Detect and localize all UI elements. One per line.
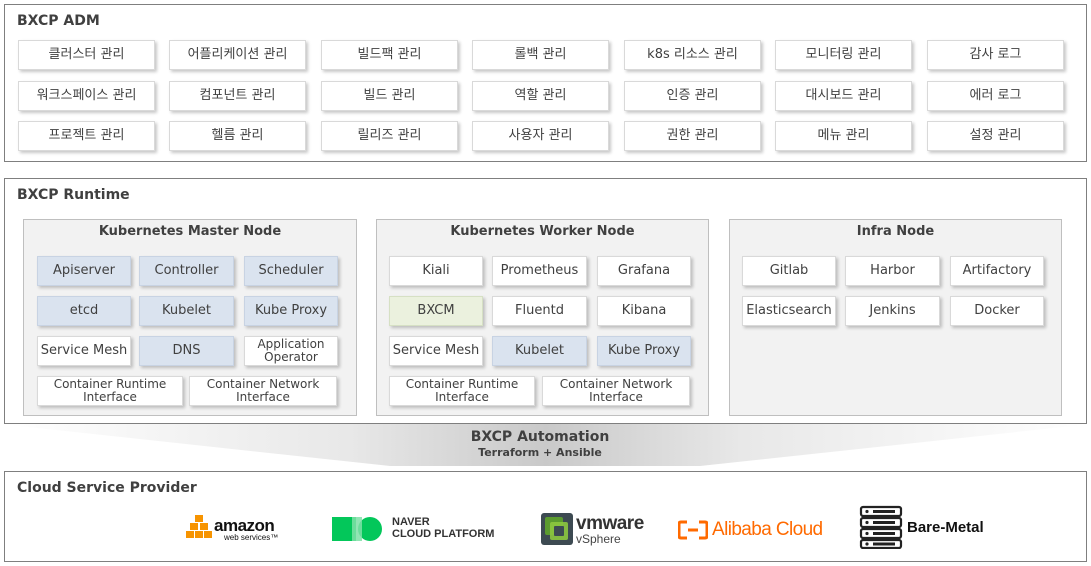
adm-item: 인증 관리 [624,81,761,111]
automation-funnel [0,424,1091,466]
provider-baremetal: Bare-Metal [859,505,984,549]
component-service-mesh: Service Mesh [37,336,131,366]
adm-item: 역할 관리 [472,81,609,111]
component-dns: DNS [139,336,234,366]
component-scheduler: Scheduler [244,256,338,286]
master-node-title: Kubernetes Master Node [98,224,282,239]
component-etcd: etcd [37,296,131,326]
vsphere-icon [541,513,573,545]
csp-title: Cloud Service Provider [17,480,197,496]
automation-title: BXCP Automation [470,429,610,445]
adm-item: 대시보드 관리 [775,81,912,111]
provider-naver: NAVER CLOUD PLATFORM [332,515,494,543]
adm-item: 롤백 관리 [472,40,609,70]
adm-item: 어플리케이션 관리 [169,40,306,70]
provider-alibaba: Alibaba Cloud [678,517,823,543]
component-fluentd: Fluentd [492,296,587,326]
component-gitlab: Gitlab [742,256,836,286]
vmware-wordmark: vmware [576,512,644,534]
amazon-trademark: ™ [270,532,279,542]
worker-container-runtime-interface: Container Runtime Interface [389,376,535,406]
component-worker-kube-proxy: Kube Proxy [597,336,691,366]
naver-subtitle: CLOUD PLATFORM [392,528,495,540]
component-elasticsearch: Elasticsearch [742,296,836,326]
component-harbor: Harbor [845,256,940,286]
component-worker-kubelet: Kubelet [492,336,587,366]
adm-item: 설정 관리 [927,121,1064,151]
adm-item: 프로젝트 관리 [18,121,155,151]
runtime-title: BXCP Runtime [17,187,130,203]
worker-node-title: Kubernetes Worker Node [450,224,635,239]
worker-container-network-interface: Container Network Interface [542,376,690,406]
alibaba-bracket-icon [678,520,708,540]
naver-cloud-icon [332,517,382,541]
component-docker: Docker [950,296,1044,326]
alibaba-wordmark: Alibaba Cloud [712,519,823,540]
adm-item: 사용자 관리 [472,121,609,151]
adm-item: 권한 관리 [624,121,761,151]
server-rack-icon [859,505,903,549]
master-container-runtime-interface: Container Runtime Interface [37,376,183,406]
adm-title: BXCP ADM [17,13,100,29]
infra-node-title: Infra Node [856,224,935,239]
adm-item: 헬름 관리 [169,121,306,151]
adm-item: 클러스터 관리 [18,40,155,70]
vmware-subtitle: vSphere [576,531,621,546]
component-kibana: Kibana [597,296,691,326]
baremetal-label: Bare-Metal [907,518,984,536]
component-jenkins: Jenkins [845,296,940,326]
adm-item: k8s 리소스 관리 [624,40,761,70]
component-apiserver: Apiserver [37,256,131,286]
adm-item: 에러 로그 [927,81,1064,111]
master-container-network-interface: Container Network Interface [189,376,337,406]
component-bxcm: BXCM [389,296,483,326]
amazon-subtitle: web services [224,532,271,542]
component-controller: Controller [139,256,234,286]
component-kiali: Kiali [389,256,483,286]
component-kubelet: Kubelet [139,296,234,326]
automation-subtitle: Terraform + Ansible [478,446,602,459]
adm-item: 릴리즈 관리 [321,121,458,151]
aws-boxes-icon [186,515,212,538]
component-worker-service-mesh: Service Mesh [389,336,483,366]
component-prometheus: Prometheus [492,256,587,286]
adm-item: 감사 로그 [927,40,1064,70]
component-artifactory: Artifactory [950,256,1044,286]
provider-vmware: vmware vSphere [541,512,644,546]
component-kube-proxy: Kube Proxy [244,296,338,326]
adm-item: 모니터링 관리 [775,40,912,70]
component-grafana: Grafana [597,256,691,286]
adm-item: 워크스페이스 관리 [18,81,155,111]
adm-item: 빌드 관리 [321,81,458,111]
adm-item: 컴포넌트 관리 [169,81,306,111]
component-application-operator: Application Operator [244,336,338,366]
provider-amazon: amazon web services™ [186,512,278,546]
adm-item: 빌드팩 관리 [321,40,458,70]
naver-wordmark: NAVER [392,516,430,529]
amazon-wordmark: amazon [214,515,275,535]
adm-item: 메뉴 관리 [775,121,912,151]
